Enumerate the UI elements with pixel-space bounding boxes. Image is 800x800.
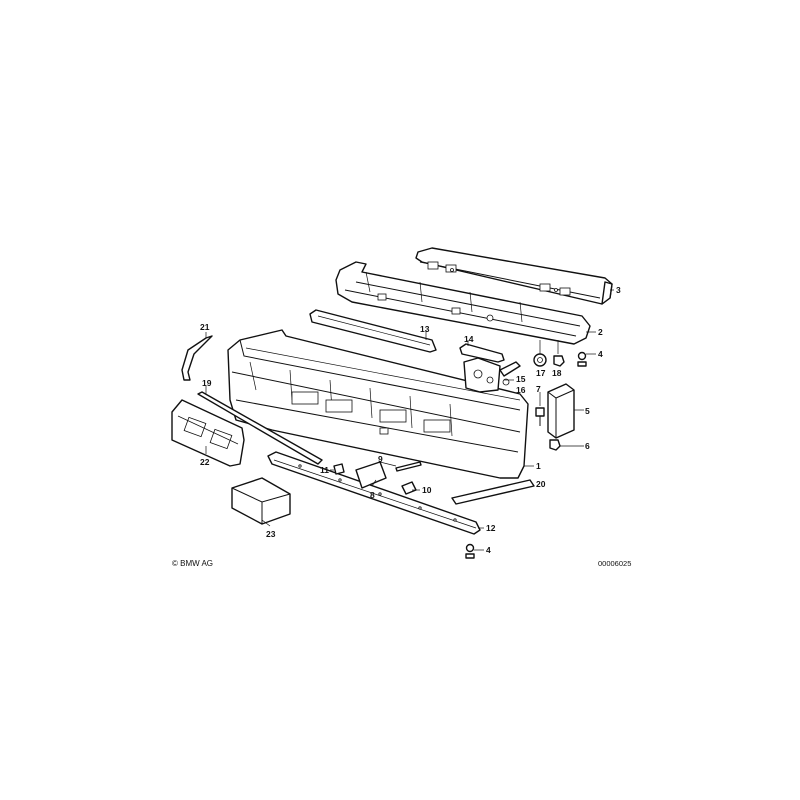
bumper-carrier-part[interactable]	[415, 247, 613, 305]
callout-6: 6	[585, 441, 590, 451]
callout-3: 3	[616, 285, 621, 295]
callout-8: 8	[370, 490, 375, 500]
box-23-part[interactable]	[231, 477, 291, 525]
strip-19-part[interactable]	[197, 391, 323, 465]
callout-12: 12	[486, 523, 496, 533]
callout-11: 11	[320, 465, 329, 475]
clip-11-part[interactable]	[333, 463, 345, 475]
side-molding-21-part[interactable]	[181, 335, 213, 381]
lower-spoiler-part[interactable]	[267, 451, 481, 535]
callout-2: 2	[598, 327, 603, 337]
impact-absorber-part[interactable]	[547, 383, 575, 439]
screw-7-part[interactable]	[535, 407, 545, 426]
callout-14: 14	[464, 334, 474, 344]
callout-4: 4	[598, 349, 603, 359]
callout-10: 10	[422, 485, 432, 495]
callout-23: 23	[266, 529, 276, 539]
plate-8-part[interactable]	[355, 461, 387, 489]
callout-15: 15	[516, 374, 526, 384]
callout-labels: 3 2 4 18 17 5 6 7 15 16 13 14 21 19 22 1…	[200, 285, 621, 555]
callout-18: 18	[552, 368, 562, 378]
mounting-bracket-part[interactable]	[463, 357, 521, 393]
nut-6-part[interactable]	[549, 439, 561, 451]
bracket-10-part[interactable]	[401, 481, 417, 495]
bolt-4-lower-part[interactable]	[465, 543, 475, 559]
grommet-17-part[interactable]	[533, 353, 547, 367]
callout-19: 19	[202, 378, 212, 388]
rod-9-part[interactable]	[395, 461, 422, 472]
callout-21: 21	[200, 322, 210, 332]
strip-20-part[interactable]	[451, 479, 535, 505]
callout-16: 16	[516, 385, 526, 395]
leader-lines	[205, 289, 614, 551]
license-plate-bracket-part[interactable]	[171, 399, 245, 467]
nut-18-part[interactable]	[553, 355, 565, 367]
document-number: 00006025	[598, 559, 631, 568]
trim-strip-13-part[interactable]	[309, 309, 437, 353]
bumper-shell-part[interactable]	[335, 261, 591, 345]
callout-22: 22	[200, 457, 210, 467]
callout-20: 20	[536, 479, 546, 489]
trim-strip-14-part[interactable]	[459, 343, 505, 363]
callout-1: 1	[536, 461, 541, 471]
bumper-cover-part[interactable]	[227, 329, 529, 479]
bolt-4-upper-part[interactable]	[577, 351, 587, 367]
callout-17: 17	[536, 368, 546, 378]
callout-4-lower: 4	[486, 545, 491, 555]
callout-13: 13	[420, 324, 430, 334]
callout-9: 9	[378, 454, 383, 464]
copyright-label: © BMW AG	[172, 559, 213, 568]
callout-7: 7	[536, 384, 541, 394]
callout-5: 5	[585, 406, 590, 416]
